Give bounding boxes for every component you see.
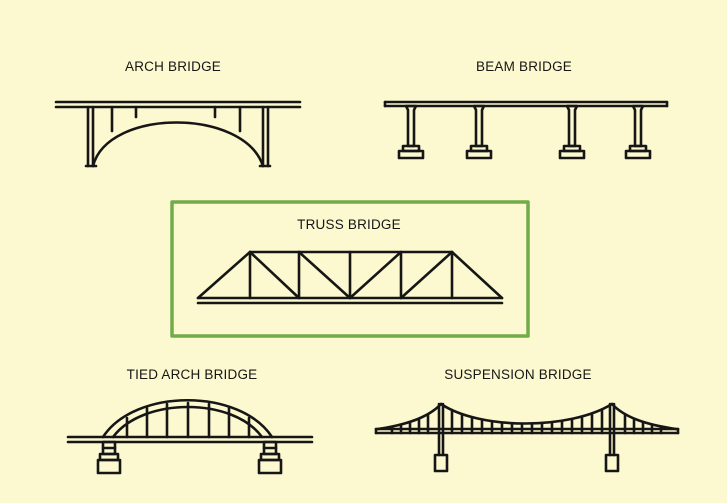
beam-bridge-illustration <box>383 100 669 160</box>
arch-bridge-label: ARCH BRIDGE <box>125 59 221 74</box>
truss-highlight-frame <box>170 200 530 338</box>
truss-bridge-label: TRUSS BRIDGE <box>297 217 401 232</box>
beam-bridge-label: BEAM BRIDGE <box>476 59 572 74</box>
arch-bridge-illustration <box>54 100 302 168</box>
suspension-bridge-illustration <box>374 402 680 473</box>
tied-arch-bridge-label: TIED ARCH BRIDGE <box>126 367 258 382</box>
suspension-bridge-label: SUSPENSION BRIDGE <box>444 367 592 382</box>
truss-bridge-illustration <box>196 250 504 305</box>
tied-arch-bridge-illustration <box>66 399 314 475</box>
